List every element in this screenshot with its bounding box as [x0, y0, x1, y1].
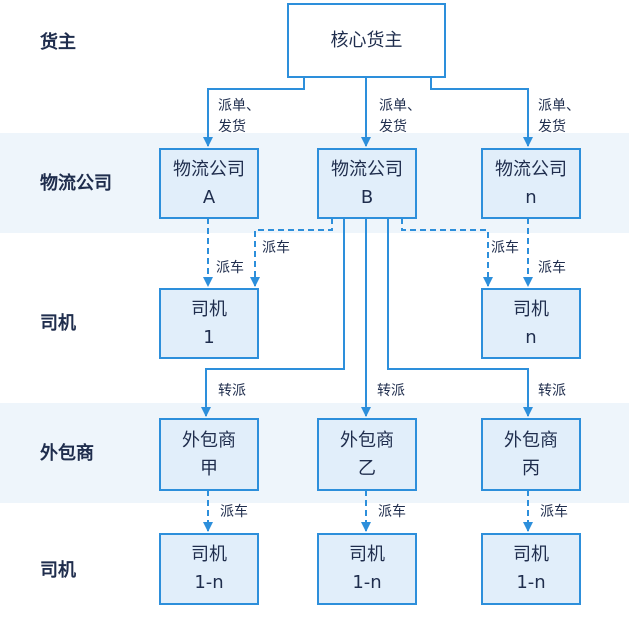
- node-line1: 外包商: [504, 429, 558, 451]
- edge-label-dispatch-vehicle: 派车: [216, 260, 244, 276]
- edge-b-to-bing: [387, 218, 533, 417]
- edge-label-dispatch-vehicle: 派车: [378, 504, 406, 520]
- edge-root-to-a: [203, 77, 305, 147]
- node-driver-1: 司机 1: [159, 288, 259, 359]
- edge-label-line2: 发货: [538, 119, 566, 135]
- node-core-shipper-label: 核心货主: [330, 29, 403, 51]
- edge-b-to-jia: [201, 218, 345, 417]
- edge-label-dispatch-ship: 派单、 发货: [218, 96, 260, 138]
- row-label-logistics: 物流公司: [40, 173, 112, 194]
- node-line1: 司机: [349, 544, 385, 565]
- node-line1: 司机: [513, 544, 549, 565]
- node-driver-n: 司机 n: [481, 288, 581, 359]
- node-line2: n: [525, 326, 537, 348]
- row-label-subcontractor: 外包商: [40, 443, 94, 464]
- node-line2: 1: [203, 326, 215, 348]
- node-logistics-b: 物流公司 B: [317, 148, 417, 219]
- row-label-driver: 司机: [40, 313, 76, 334]
- edge-label-dispatch-ship: 派单、 发货: [379, 96, 421, 138]
- edge-b-to-driver1: [250, 218, 333, 287]
- node-line2: 1-n: [194, 572, 224, 593]
- node-line1: 物流公司: [495, 158, 567, 180]
- node-sub-driver-yi: 司机 1-n: [317, 533, 417, 605]
- edge-label-transfer: 转派: [538, 383, 566, 399]
- edge-b-to-drivern: [401, 218, 493, 287]
- node-sub-driver-jia: 司机 1-n: [159, 533, 259, 605]
- edge-label-dispatch-vehicle: 派车: [262, 240, 290, 256]
- node-line2: A: [202, 186, 216, 208]
- node-line1: 司机: [191, 544, 227, 565]
- node-line1: 外包商: [340, 429, 394, 451]
- edge-label-dispatch-vehicle: 派车: [540, 504, 568, 520]
- edge-label-dispatch-ship: 派单、 发货: [538, 96, 580, 138]
- node-line2: 1-n: [352, 572, 382, 593]
- node-sub-jia: 外包商 甲: [159, 418, 259, 491]
- node-line2: 1-n: [516, 572, 546, 593]
- row-label-sub-driver: 司机: [40, 560, 76, 581]
- edge-label-dispatch-vehicle: 派车: [491, 240, 519, 256]
- node-line1: 外包商: [182, 429, 236, 451]
- node-line2: B: [360, 186, 374, 208]
- node-line1: 司机: [191, 298, 227, 320]
- node-line1: 司机: [513, 298, 549, 320]
- node-core-shipper: 核心货主: [287, 3, 446, 78]
- edge-label-dispatch-vehicle: 派车: [538, 260, 566, 276]
- node-sub-bing: 外包商 丙: [481, 418, 581, 491]
- edge-label-transfer: 转派: [218, 383, 246, 399]
- edge-label-transfer: 转派: [377, 383, 405, 399]
- edge-label-line1: 派单、: [218, 98, 260, 114]
- edge-label-dispatch-vehicle: 派车: [220, 504, 248, 520]
- node-line2: 乙: [358, 457, 376, 479]
- node-sub-driver-bing: 司机 1-n: [481, 533, 581, 605]
- node-line2: 丙: [522, 457, 540, 479]
- node-line2: 甲: [200, 457, 218, 479]
- edge-label-line1: 派单、: [538, 98, 580, 114]
- node-sub-yi: 外包商 乙: [317, 418, 417, 491]
- edge-label-line2: 发货: [379, 119, 407, 135]
- edge-label-line2: 发货: [218, 119, 246, 135]
- edge-root-to-n: [430, 77, 533, 147]
- node-logistics-n: 物流公司 n: [481, 148, 581, 219]
- node-line1: 物流公司: [331, 158, 403, 180]
- row-label-shipper: 货主: [40, 32, 76, 53]
- node-line1: 物流公司: [173, 158, 245, 180]
- node-logistics-a: 物流公司 A: [159, 148, 259, 219]
- node-line2: n: [525, 186, 537, 208]
- edge-label-line1: 派单、: [379, 98, 421, 114]
